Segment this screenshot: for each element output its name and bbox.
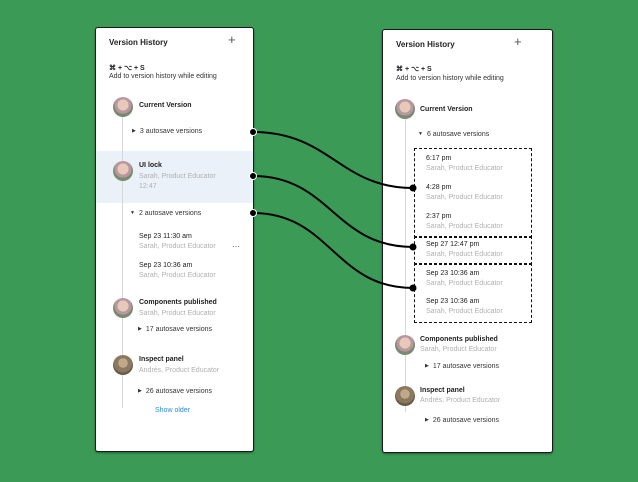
- autosave-group-sep27: [414, 236, 532, 265]
- autosave-item-time[interactable]: Sep 23 10:36 am: [426, 298, 480, 305]
- panel-title: Version History: [396, 40, 455, 49]
- autosave-item-author: Sarah, Product Educator: [426, 308, 503, 315]
- timeline-line: [122, 108, 123, 408]
- inspect-panel-title[interactable]: Inspect panel: [139, 356, 184, 363]
- avatar-sarah: [395, 99, 415, 119]
- autosave-toggle-inspect[interactable]: ▶26 autosave versions: [138, 388, 213, 395]
- panel-title: Version History: [109, 38, 168, 47]
- inspect-panel-author: Andrés, Product Educator: [139, 367, 220, 374]
- autosave-item-author: Sarah, Product Educator: [426, 165, 503, 172]
- components-published-title[interactable]: Components published: [420, 336, 498, 343]
- autosave-item-time[interactable]: 4:28 pm: [426, 184, 452, 191]
- autosave-toggle-components[interactable]: ▶17 autosave versions: [138, 326, 213, 333]
- caret-down-icon: ▼: [418, 131, 423, 137]
- autosave-item-author: Sarah, Product Educator: [426, 280, 503, 287]
- autosave-item-time[interactable]: 6:17 pm: [426, 155, 452, 162]
- autosave-item-author: Sarah, Product Educator: [426, 223, 503, 230]
- more-options-icon[interactable]: ···: [232, 242, 240, 251]
- caret-right-icon: ▶: [138, 326, 142, 332]
- autosave-item-author: Sarah, Product Educator: [426, 251, 503, 258]
- shortcut-keys: ⌘ + ⌥ + S: [396, 66, 432, 73]
- avatar-andres: [113, 355, 133, 375]
- caret-right-icon: ▶: [132, 128, 136, 134]
- avatar-sarah: [395, 335, 415, 355]
- autosave-toggle-current[interactable]: ▼6 autosave versions: [418, 131, 490, 138]
- shortcut-keys: ⌘ + ⌥ + S: [109, 65, 145, 72]
- autosave-item-author: Sarah, Product Educator: [426, 194, 503, 201]
- inspect-panel-author: Andrés, Product Educator: [420, 397, 501, 404]
- autosave-item-time[interactable]: 2:37 pm: [426, 213, 452, 220]
- autosave-group-sep23: [414, 263, 532, 323]
- avatar-sarah: [113, 161, 133, 181]
- components-published-author: Sarah, Product Educator: [420, 346, 497, 353]
- components-published-author: Sarah, Product Educator: [139, 310, 216, 317]
- autosave-item-time[interactable]: Sep 23 11:30 am: [139, 233, 192, 240]
- autosave-item-author: Sarah, Product Educator: [139, 272, 216, 279]
- ui-lock-time: 12:47: [139, 183, 157, 190]
- caret-right-icon: ▶: [425, 417, 429, 423]
- timeline-line: [405, 112, 406, 412]
- caret-down-icon: ▼: [130, 210, 135, 216]
- ui-lock-author: Sarah, Product Educator: [139, 173, 216, 180]
- autosave-toggle-inspect[interactable]: ▶26 autosave versions: [425, 417, 500, 424]
- shortcut-hint: Add to version history while editing: [396, 75, 504, 82]
- autosave-item-time[interactable]: Sep 23 10:36 am: [139, 262, 193, 269]
- current-version-title[interactable]: Current Version: [139, 102, 192, 109]
- caret-right-icon: ▶: [138, 388, 142, 394]
- version-history-panel-before: Version History + ⌘ + ⌥ + S Add to versi…: [95, 27, 254, 452]
- add-version-icon[interactable]: +: [228, 32, 236, 47]
- autosave-group-today: [414, 148, 532, 238]
- autosave-toggle-components[interactable]: ▶17 autosave versions: [425, 363, 500, 370]
- autosave-item-time[interactable]: Sep 27 12:47 pm: [426, 241, 480, 248]
- version-history-panel-after: Version History + ⌘ + ⌥ + S Add to versi…: [382, 29, 553, 453]
- avatar-sarah: [113, 298, 133, 318]
- add-version-icon[interactable]: +: [514, 34, 522, 49]
- components-published-title[interactable]: Components published: [139, 299, 217, 306]
- inspect-panel-title[interactable]: Inspect panel: [420, 387, 465, 394]
- ui-lock-title[interactable]: UI lock: [139, 162, 162, 169]
- autosave-toggle-ui-lock[interactable]: ▼2 autosave versions: [130, 210, 202, 217]
- avatar-sarah: [113, 97, 133, 117]
- autosave-item-author: Sarah, Product Educator: [139, 243, 216, 250]
- avatar-andres: [395, 386, 415, 406]
- autosave-item-time[interactable]: Sep 23 10:36 am: [426, 270, 480, 277]
- autosave-toggle-current[interactable]: ▶3 autosave versions: [132, 128, 203, 135]
- current-version-title[interactable]: Current Version: [420, 106, 473, 113]
- shortcut-hint: Add to version history while editing: [109, 73, 217, 80]
- show-older-link[interactable]: Show older: [155, 407, 191, 414]
- caret-right-icon: ▶: [425, 363, 429, 369]
